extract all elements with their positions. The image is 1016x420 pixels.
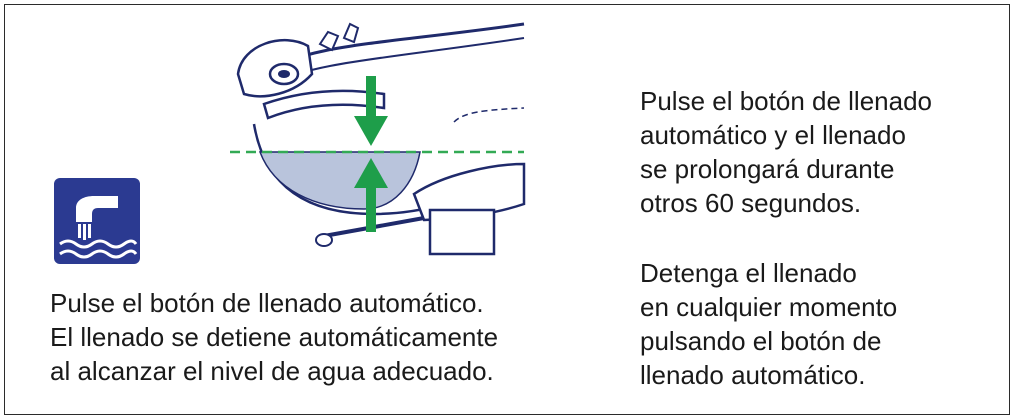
right-instruction-bottom: Detenga el llenado en cualquier momento … <box>640 256 1000 392</box>
arrow-down-head <box>354 116 388 146</box>
faucet-knob-2 <box>342 22 360 44</box>
right-bottom-line-1: Detenga el llenado <box>640 258 857 288</box>
arrow-up-shaft <box>366 182 376 232</box>
left-line-3: al alcanzar el nivel de agua adecuado. <box>50 356 494 386</box>
bathtub-illustration <box>230 22 526 256</box>
right-bottom-line-3: pulsando el botón de <box>640 326 882 356</box>
tub-handle <box>262 89 386 120</box>
water-fill <box>258 151 421 210</box>
faucet-knob <box>318 30 340 52</box>
right-top-line-4: otros 60 segundos. <box>640 188 862 218</box>
right-top-line-2: automático y el llenado <box>640 120 906 150</box>
right-bottom-line-2: en cualquier momento <box>640 292 898 322</box>
left-instruction-text: Pulse el botón de llenado automático. El… <box>50 286 610 388</box>
arrow-up-head <box>354 158 388 188</box>
right-bottom-line-4: llenado automático. <box>640 360 866 390</box>
left-line-2: El llenado se detiene automáticamente <box>50 322 499 352</box>
right-instruction-top: Pulse el botón de llenado automático y e… <box>640 84 1000 220</box>
left-line-1: Pulse el botón de llenado automático. <box>50 288 484 318</box>
dashed-outline <box>453 107 525 123</box>
drain-box <box>428 208 496 256</box>
arrow-down-shaft <box>366 76 376 124</box>
faucet-water-icon <box>54 178 140 264</box>
right-top-line-1: Pulse el botón de llenado <box>640 86 933 116</box>
right-top-line-3: se prolongará durante <box>640 154 895 184</box>
